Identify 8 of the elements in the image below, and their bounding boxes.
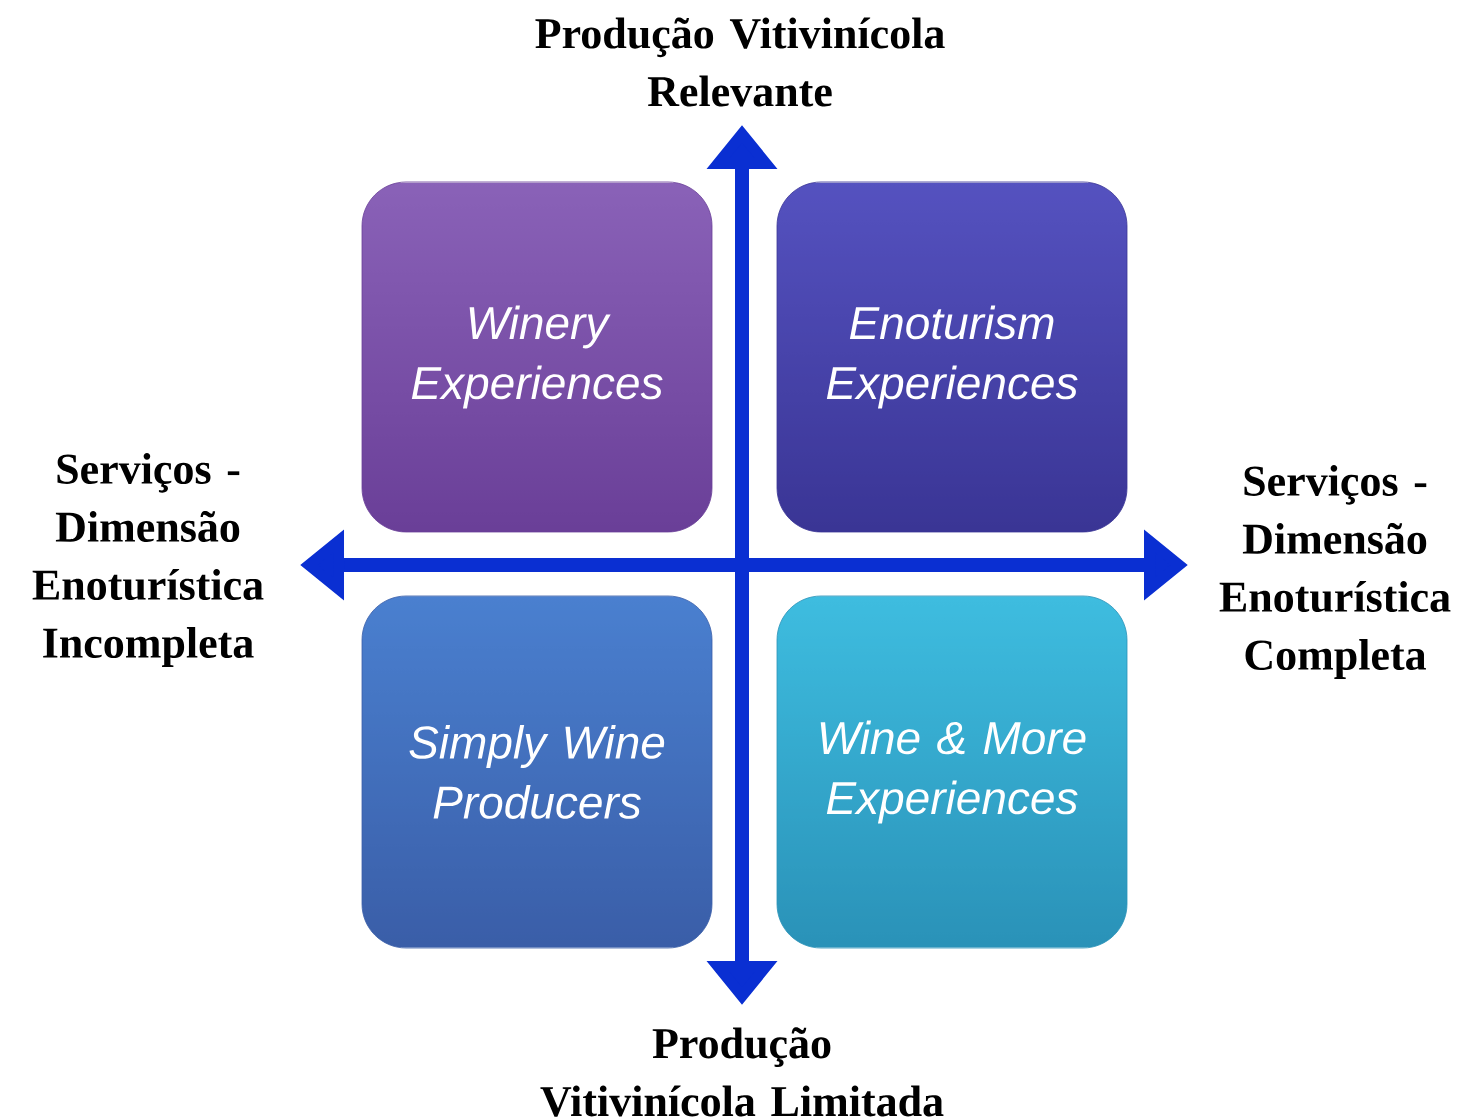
quadrant-box: Simply Wine Producers [361,595,713,949]
axis-label: Produção Vitivinícola Relevante [535,17,945,107]
quadrant-box: Wine & More Experiences [776,595,1128,949]
axis-label: Serviços - Dimensão Enoturística Incompleta [32,453,264,667]
axis-label: Produção Vitivinícola Limitada [540,1027,944,1117]
quadrant-box: Enoturism Experiences [776,181,1128,533]
axis-label: Serviços - Dimensão Enoturística Completa [1219,465,1451,679]
quadrant-box: Winery Experiences [361,181,713,533]
